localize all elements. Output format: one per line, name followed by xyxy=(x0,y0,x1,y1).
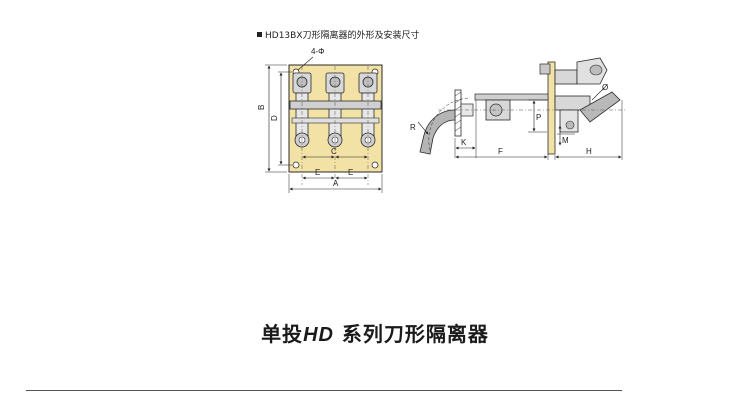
figure-caption-text: HD13BX刀形隔离器的外形及安装尺寸 xyxy=(265,31,420,41)
dim-label-e-left: E xyxy=(315,168,320,177)
dim-label-h: H xyxy=(586,147,592,156)
hole-note: 4-Φ xyxy=(311,47,325,56)
side-view: R K F P M Ø H xyxy=(410,57,625,160)
external-handle xyxy=(419,109,456,155)
side-handle xyxy=(579,91,621,123)
dim-label-a: A xyxy=(333,179,339,188)
page-headline: 单投HD 系列刀形隔离器 xyxy=(0,318,750,347)
dim-label-b: B xyxy=(257,105,266,110)
dim-label-diameter: Ø xyxy=(602,83,608,92)
front-view: 4-Φ B D C E E A xyxy=(257,47,383,193)
dim-label-f: F xyxy=(498,147,503,156)
figure-caption: HD13BX刀形隔离器的外形及安装尺寸 xyxy=(257,28,420,41)
headline-prefix: 单投 xyxy=(261,322,304,346)
dim-label-k: K xyxy=(461,138,467,147)
cross-bar-lower xyxy=(291,117,380,124)
dim-label-d: D xyxy=(270,115,279,121)
operating-rod xyxy=(474,93,549,101)
cross-bar xyxy=(289,100,382,110)
dim-label-m: M xyxy=(562,136,569,145)
dim-label-r: R xyxy=(410,123,416,132)
dim-label-p: P xyxy=(536,113,541,122)
dim-label-e-right: E xyxy=(348,168,353,177)
mounting-hole xyxy=(292,161,300,169)
mounting-hole xyxy=(371,161,379,169)
bottom-divider xyxy=(26,390,622,391)
caption-bullet xyxy=(257,32,262,37)
side-base-plate xyxy=(547,61,556,155)
headline-suffix: 系列刀形隔离器 xyxy=(333,322,489,346)
dim-label-c: C xyxy=(331,147,337,156)
headline-model: HD xyxy=(303,324,334,346)
